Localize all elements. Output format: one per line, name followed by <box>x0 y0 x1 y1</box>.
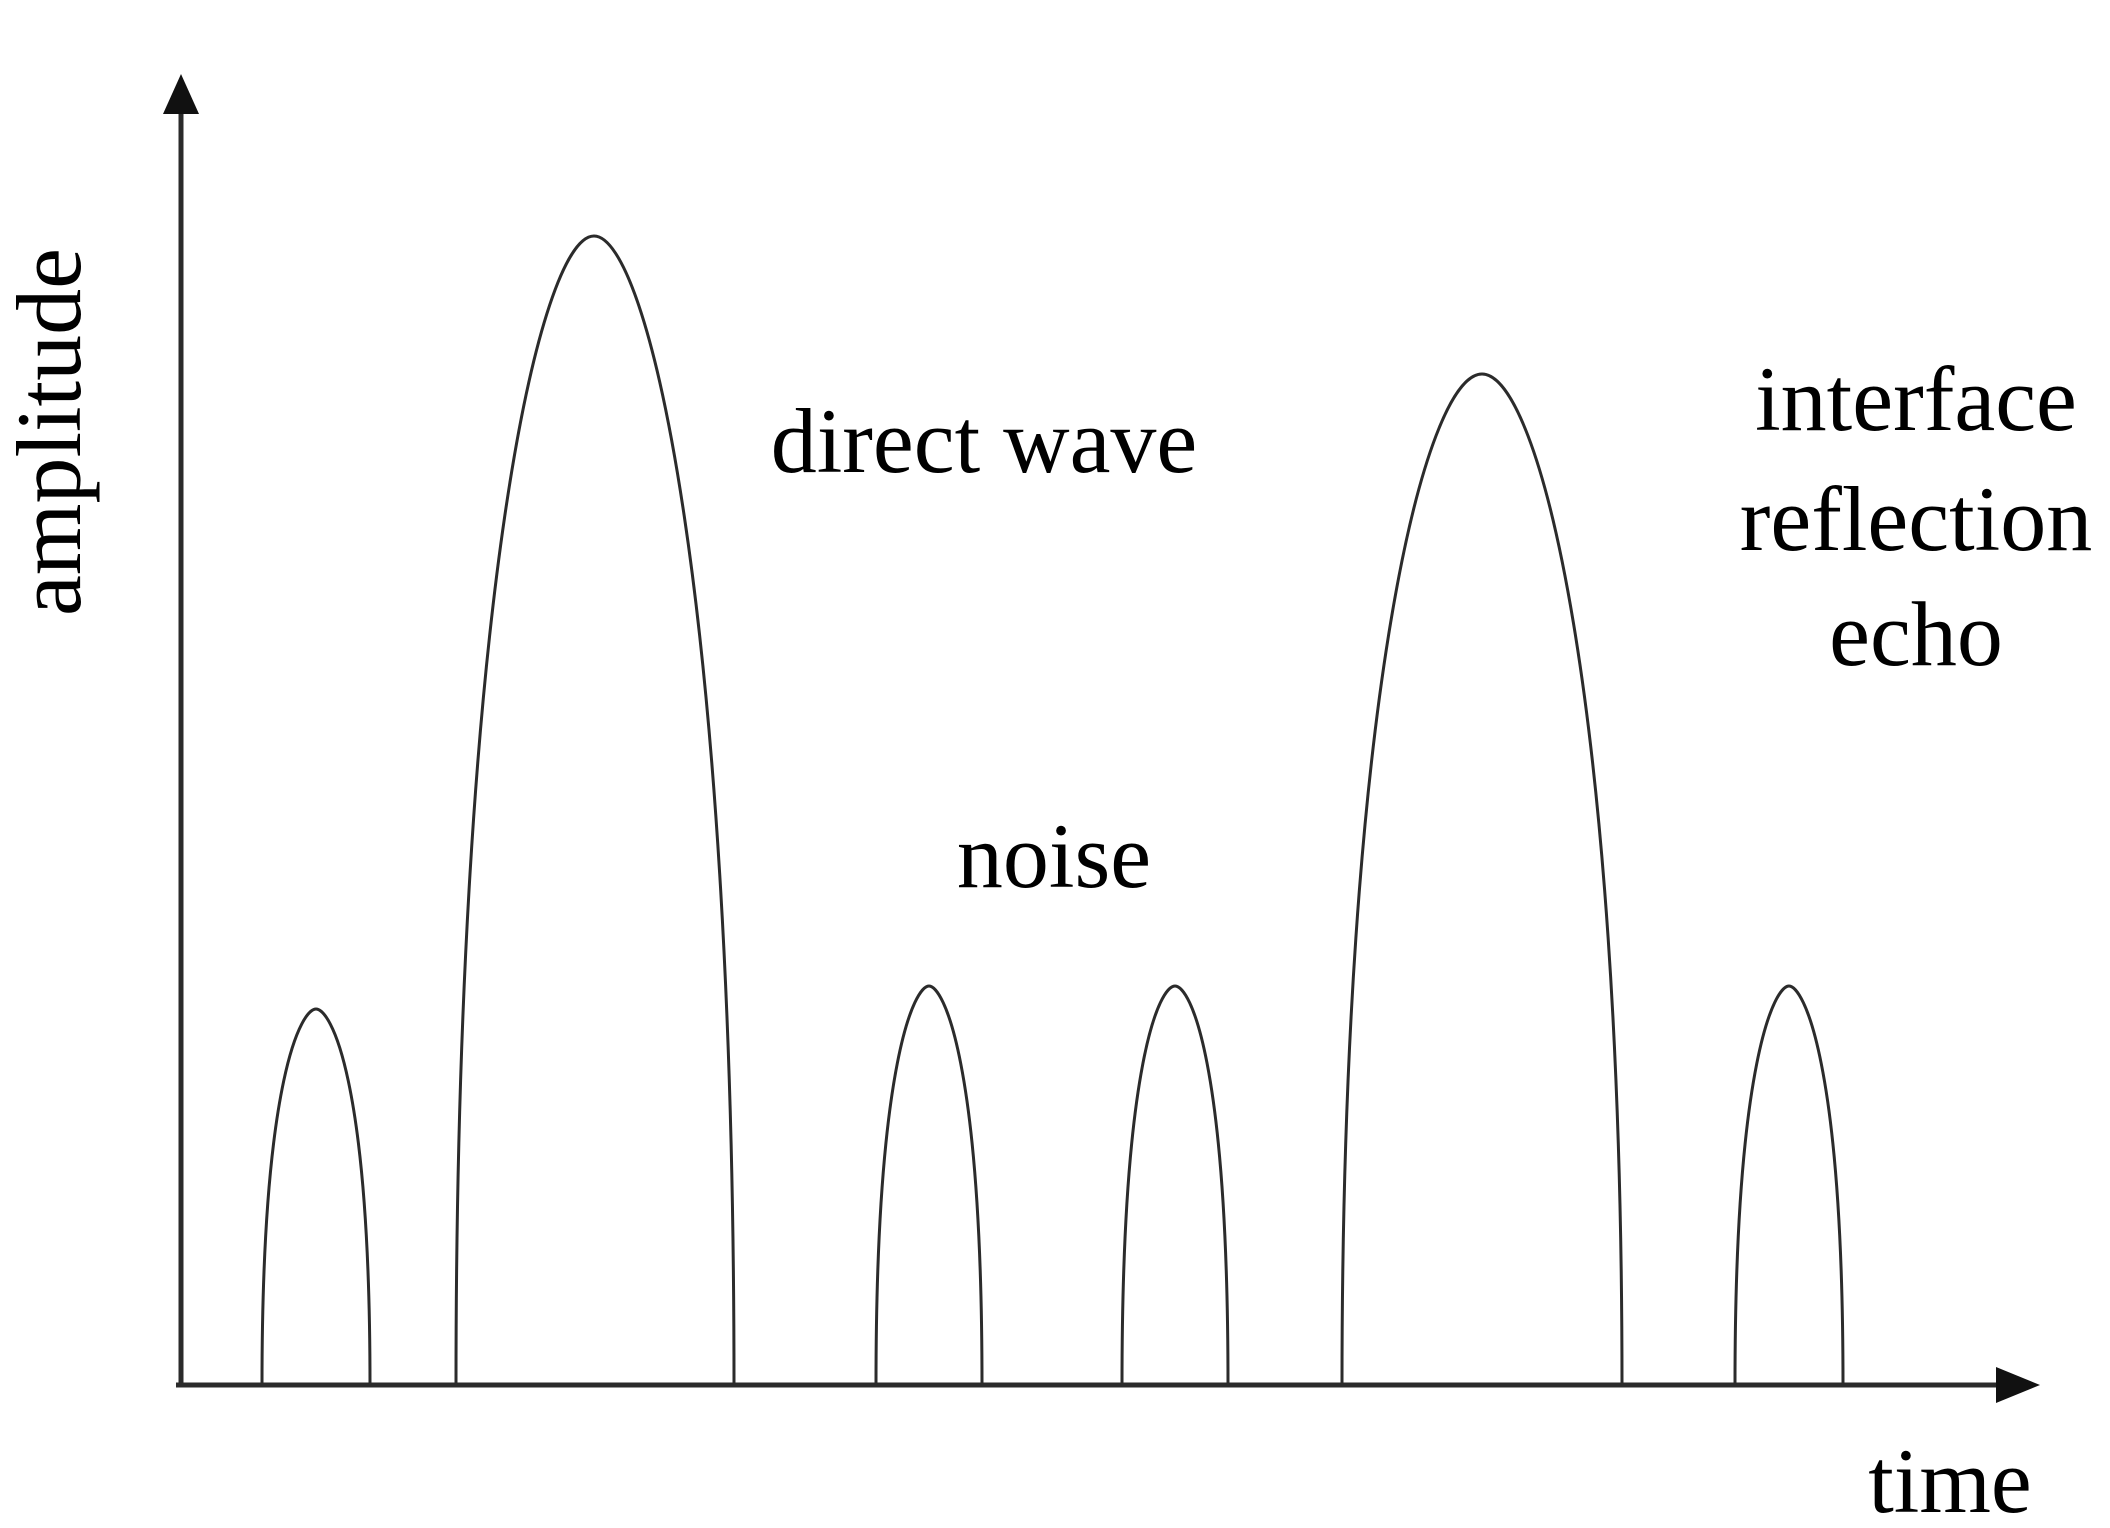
interface-reflection-echo-line-3: echo <box>1829 583 2003 685</box>
direct-wave-pulse <box>454 234 736 1386</box>
noise-pulse-1 <box>260 1007 372 1386</box>
noise-pulse-2 <box>874 984 984 1386</box>
noise-pulse-4 <box>1733 984 1845 1386</box>
direct-wave-label: direct wave <box>771 390 1198 492</box>
x-axis-arrow-icon <box>1996 1367 2040 1403</box>
x-axis-label: time <box>1868 1430 2032 1528</box>
interface-reflection-echo-line-1: interface <box>1755 348 2077 450</box>
noise-label: noise <box>957 805 1151 907</box>
y-axis-label: amplitude <box>0 248 100 616</box>
y-axis-arrow-icon <box>163 74 199 114</box>
interface-reflection-echo-pulse <box>1340 372 1624 1386</box>
interface-reflection-echo-line-2: reflection <box>1740 468 2092 570</box>
noise-pulse-3 <box>1120 984 1230 1386</box>
